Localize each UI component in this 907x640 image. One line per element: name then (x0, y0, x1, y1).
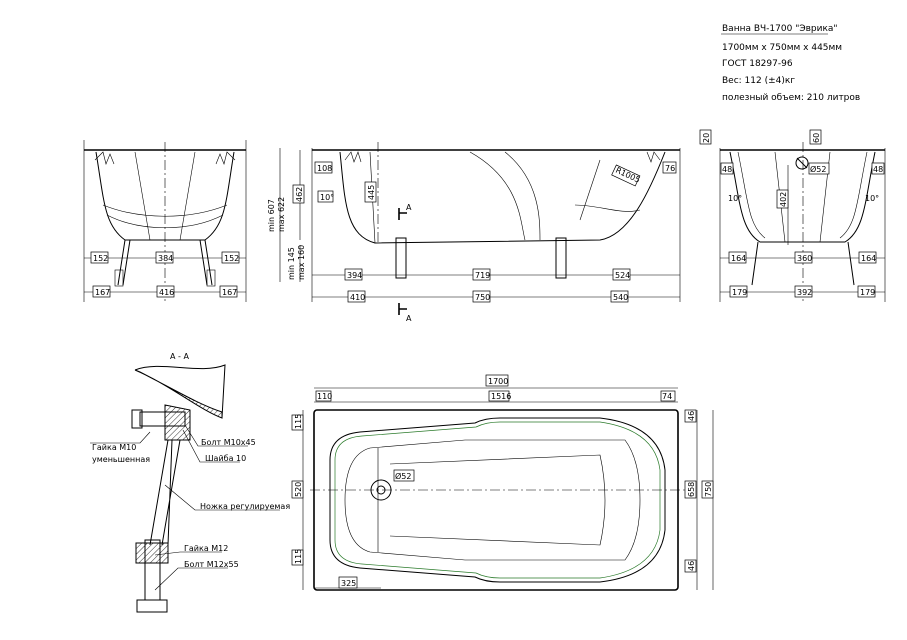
product-size: 1700мм х 750мм х 445мм (722, 43, 842, 53)
side-dim-410: 410 (350, 293, 365, 302)
side-rim-108: 108 (317, 164, 332, 173)
end-view: 20 60 Ø52 48 48 402 10° 10° 164 360 164 … (699, 129, 886, 302)
plan-rim-110: 110 (317, 392, 332, 401)
front-height-max: max 622 (277, 197, 286, 232)
section-title: А - А (170, 352, 189, 361)
plan-inner-520: 520 (294, 482, 303, 497)
leg-height-max: max 160 (297, 245, 306, 280)
plan-inner-1516: 1516 (491, 392, 511, 401)
end-rim-48-left: 48 (722, 165, 732, 174)
label-bolt-m12: Болт М12х55 (184, 560, 239, 569)
side-dim-719: 719 (475, 271, 490, 280)
end-depth-402: 402 (779, 192, 788, 207)
front-dim-152-left: 152 (93, 254, 108, 263)
label-bolt-m10: Болт М10х45 (201, 438, 256, 447)
section-aa: А - А Гайка М10 уменьшенная Болт М10х45 … (90, 352, 290, 613)
front-height-462: 462 (295, 187, 304, 202)
end-dim-164-left: 164 (731, 254, 746, 263)
front-dim-167-left: 167 (95, 288, 110, 297)
plan-rim-46-top: 46 (687, 411, 696, 421)
front-dim-416: 416 (159, 288, 174, 297)
front-dim-167-right: 167 (222, 288, 237, 297)
end-rim-48-right: 48 (873, 165, 883, 174)
end-dim-164-right: 164 (861, 254, 876, 263)
plan-width-750: 750 (704, 482, 713, 497)
end-drain-diameter: Ø52 (810, 164, 826, 174)
end-dim-360: 360 (797, 254, 812, 263)
end-rim-20: 20 (702, 133, 711, 143)
product-name: Ванна ВЧ-1700 "Эврика" (722, 24, 838, 34)
front-dim-152-right: 152 (224, 254, 239, 263)
label-washer: Шайба 10 (205, 454, 246, 463)
end-drain-60: 60 (812, 133, 821, 143)
front-height-min: min 607 (267, 199, 276, 232)
side-view: 108 10° 445 R1005 76 394 719 524 410 750… (311, 142, 681, 323)
end-dim-179-right: 179 (860, 288, 875, 297)
side-dim-524: 524 (615, 271, 630, 280)
title-block: Ванна ВЧ-1700 "Эврика" 1700мм х 750мм х … (721, 24, 860, 103)
product-weight: Вес: 112 (±4)кг (722, 76, 795, 86)
label-adjustable-leg: Ножка регулируемая (200, 502, 290, 511)
end-dim-179-left: 179 (732, 288, 747, 297)
plan-rim-74: 74 (662, 392, 672, 401)
plan-view: 1700 110 1516 74 115 520 115 325 Ø52 46 … (291, 374, 714, 591)
side-rim-76: 76 (665, 164, 675, 173)
product-standard: ГОСТ 18297-96 (722, 59, 793, 69)
section-mark-bottom: A (406, 314, 412, 323)
side-dim-750: 750 (475, 293, 490, 302)
plan-rim-46-bottom: 46 (687, 561, 696, 571)
plan-drain-325: 325 (341, 579, 356, 588)
side-dim-540: 540 (613, 293, 628, 302)
plan-rim-115-top: 115 (294, 414, 303, 429)
plan-bowl-658: 658 (687, 482, 696, 497)
label-nut-m10: Гайка М10 (92, 443, 136, 452)
side-depth-445: 445 (367, 185, 376, 200)
front-dim-384: 384 (158, 254, 173, 263)
plan-drain-diameter: Ø52 (395, 471, 411, 481)
label-nut-m12: Гайка М12 (184, 544, 228, 553)
end-angle-left: 10° (728, 194, 742, 203)
label-nut-m10-sub: уменьшенная (92, 455, 150, 464)
end-dim-392: 392 (797, 288, 812, 297)
plan-length-1700: 1700 (488, 377, 508, 386)
side-dim-394: 394 (347, 271, 362, 280)
side-angle-10: 10° (320, 193, 334, 202)
end-angle-right: 10° (865, 194, 879, 203)
front-view: 152 384 152 167 416 167 min 607 max 622 … (83, 140, 306, 302)
leg-height-min: min 145 (287, 247, 296, 280)
plan-rim-115-bottom: 115 (294, 549, 303, 564)
section-mark-top: A (406, 203, 412, 212)
product-volume: полезный объем: 210 литров (722, 93, 860, 103)
